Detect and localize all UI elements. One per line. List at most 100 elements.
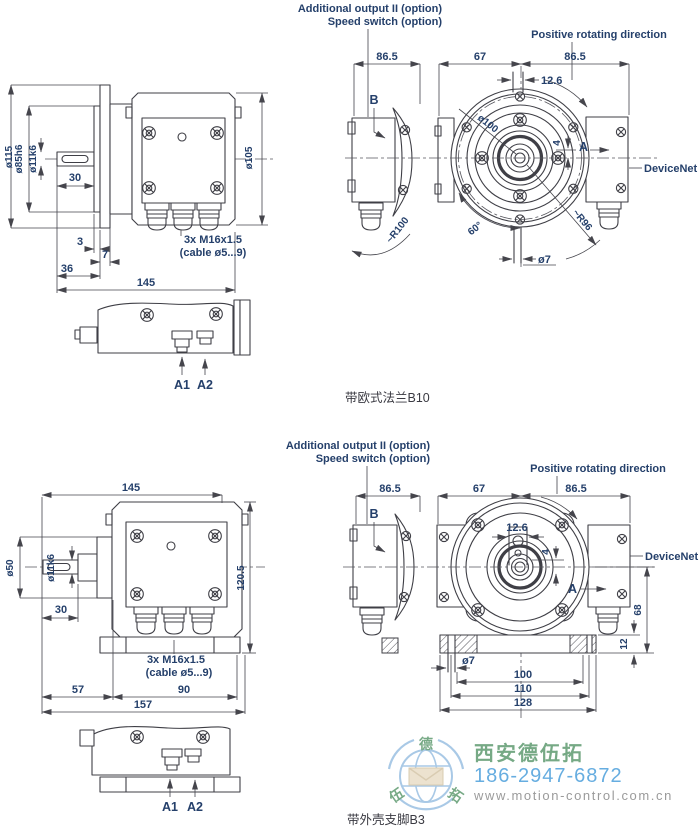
dim-865-left: 86.5 (376, 51, 397, 63)
b3-bottom-view: A1 A2 (79, 726, 241, 814)
housing-bottom (97, 302, 234, 354)
label-view-b: B (369, 507, 378, 521)
company-logo-icon: 德 伍 拓 (385, 736, 466, 811)
label-a1: A1 (162, 800, 178, 814)
dim-57: 57 (72, 684, 84, 696)
b-view-crescent (394, 513, 415, 621)
label-additional-output: Additional output II (option) (286, 440, 431, 452)
dim-standoff: 3 (77, 236, 83, 248)
b10-side-view: ø115 ø85h6 ø11k6 30 3 7 36 145 ø105 3x M… (4, 84, 275, 293)
company-name: 西安德伍拓 (474, 743, 584, 766)
dim-145: 145 (137, 277, 155, 289)
dim-865-right: 86.5 (564, 51, 585, 63)
b-view-body (351, 117, 396, 203)
dim-4: 4 (541, 549, 552, 555)
b3-side-view: 145 ø50 ø11k6 30 120.5 3x M16x1.5 (cable… (5, 482, 265, 715)
dim-shaft: ø11k6 (28, 145, 39, 173)
view-b-arrow (373, 522, 386, 553)
connector-a2 (196, 330, 214, 339)
gland-note-2: (cable ø5...9) (180, 247, 247, 259)
b10-front-view: Additional output II (option) Speed swit… (298, 3, 698, 270)
dim-126: 12.6 (541, 75, 562, 87)
dim-865-right: 86.5 (565, 483, 586, 495)
watermark-text-block: 西安德伍拓 186-2947-6872 www.motion-control.c… (474, 743, 673, 805)
gland-note-1: 3x M16x1.5 (147, 654, 205, 666)
dim-flange-od: ø115 (4, 145, 15, 168)
dim-67: 67 (473, 483, 485, 495)
label-devicenet: DeviceNet (645, 551, 699, 563)
foot-section (381, 637, 399, 654)
label-view-a: A (568, 582, 577, 596)
mounting-foot (99, 636, 241, 654)
dim-o7: ø7 (462, 655, 475, 667)
neck (109, 103, 133, 215)
pilot (93, 105, 101, 213)
label-speed-switch: Speed switch (option) (328, 16, 443, 28)
dim-flange-t: 7 (102, 249, 108, 261)
housing-bottom (91, 726, 231, 776)
figure-b3: 145 ø50 ø11k6 30 120.5 3x M16x1.5 (cable… (5, 440, 699, 827)
website-url: www.motion-control.com.cn (474, 788, 673, 804)
dim-110: 110 (514, 683, 532, 695)
dim-30: 30 (55, 604, 67, 616)
flange-plate (99, 84, 111, 229)
view-b-arrow (373, 108, 386, 139)
shaft-keyslot (47, 562, 71, 572)
phone-number: 186-2947-6872 (474, 765, 623, 788)
dim-68: 68 (633, 604, 644, 616)
label-view-b: B (369, 93, 378, 107)
foot-slot-right (586, 634, 593, 654)
dim-pilot: ø85h6 (14, 144, 25, 173)
label-a2: A2 (197, 378, 213, 392)
dim-r96: ~R96 (570, 208, 594, 234)
dim-shaft: ø11k6 (46, 554, 57, 582)
label-rotation: Positive rotating direction (531, 29, 667, 41)
connector-a1 (161, 748, 183, 758)
shaft-keyslot (61, 154, 89, 164)
foot-slot-left (447, 634, 456, 654)
dim-865-left: 86.5 (379, 483, 400, 495)
figure-b10: ø115 ø85h6 ø11k6 30 3 7 36 145 ø105 3x M… (4, 3, 698, 405)
gland-note-1: 3x M16x1.5 (184, 234, 242, 246)
label-view-a: A (579, 140, 588, 154)
flange-edge (233, 299, 241, 356)
collar (77, 553, 98, 582)
connector-a2 (184, 748, 202, 757)
b3-front-view: Additional output II (option) Speed swit… (286, 440, 699, 718)
dim-36: 36 (61, 263, 73, 275)
dim-o50: ø50 (5, 559, 16, 577)
r100-arc (351, 233, 411, 258)
gland-note-2: (cable ø5...9) (146, 667, 213, 679)
dim-145: 145 (122, 482, 140, 494)
dim-100: 100 (514, 669, 532, 681)
dim-60deg: 60° (466, 220, 485, 238)
pilot (96, 536, 113, 599)
caption-b10: 带欧式法兰B10 (345, 391, 430, 405)
logo-char-top: 德 (419, 736, 433, 752)
label-speed-switch: Speed switch (option) (316, 453, 431, 465)
dim-157: 157 (134, 699, 152, 711)
b-view-flange-crescent (392, 107, 413, 217)
caption-b3: 带外壳支脚B3 (347, 812, 425, 827)
dim-1205: 120.5 (236, 565, 247, 590)
dim-12: 12 (619, 638, 630, 650)
dim-body-od: ø105 (244, 146, 255, 169)
dim-4: 4 (552, 140, 563, 146)
label-additional-output: Additional output II (option) (298, 3, 443, 15)
label-a2: A2 (187, 800, 203, 814)
label-rotation: Positive rotating direction (530, 463, 666, 475)
body (131, 92, 236, 226)
dim-128: 128 (514, 697, 532, 709)
b10-bottom-view: A1 A2 (74, 299, 251, 392)
dim-67: 67 (474, 51, 486, 63)
dim-90: 90 (178, 684, 190, 696)
label-a1: A1 (174, 378, 190, 392)
connector-a1 (171, 330, 193, 340)
label-devicenet: DeviceNet (644, 163, 698, 175)
dim-126: 12.6 (506, 522, 527, 534)
b-view-body (352, 524, 398, 608)
dim-o7: ø7 (538, 254, 551, 266)
dim-shaft-len: 30 (69, 172, 81, 184)
